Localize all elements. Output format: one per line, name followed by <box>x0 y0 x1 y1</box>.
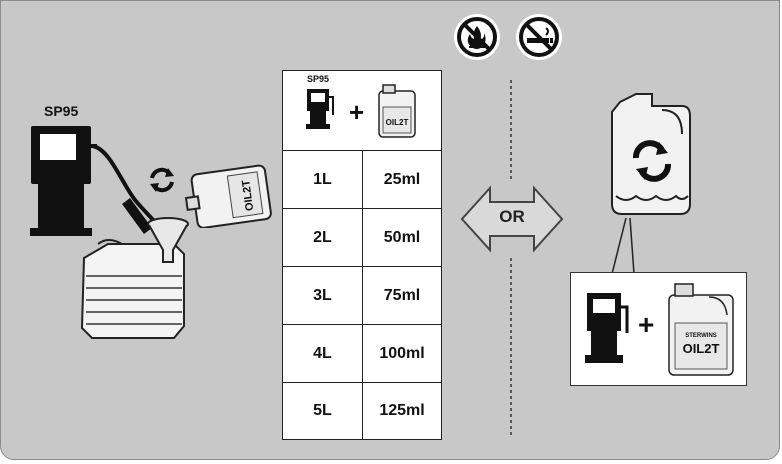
oil-volume: 25ml <box>383 170 421 188</box>
oil-bottle-icon: OIL2T <box>378 84 416 138</box>
oil-volume: 100ml <box>379 344 425 362</box>
no-open-flame-icon <box>454 14 500 60</box>
oil-volume: 125ml <box>379 402 425 419</box>
funnel-icon <box>147 217 189 263</box>
oil-volume: 75ml <box>383 286 421 304</box>
table-row: 5L 125ml <box>283 383 441 439</box>
oil-bottle-icon: OIL2T <box>184 164 272 228</box>
fuel-volume: 5L <box>283 383 363 439</box>
oil-brand-text: STERWINS <box>685 333 717 339</box>
oil-product-text: OIL2T <box>240 179 256 212</box>
mix-table-header: SP95 + OIL2T <box>283 71 441 151</box>
table-row: 4L 100ml <box>283 325 441 383</box>
header-fuel-label: SP95 <box>307 74 330 84</box>
no-smoking-icon <box>516 14 562 60</box>
callout-pointer <box>611 218 635 275</box>
table-row: 1L 25ml <box>283 151 441 209</box>
premix-canister-icon <box>611 93 691 215</box>
fuel-volume: 3L <box>283 267 363 324</box>
fuel-type-label: SP95 <box>44 103 79 119</box>
premix-contents-box: + STERWINS OIL2T <box>570 272 747 386</box>
fuel-pump-icon <box>306 89 334 129</box>
fuel-pump-icon <box>585 293 629 363</box>
fuel-volume: 4L <box>283 325 363 382</box>
table-row: 2L 50ml <box>283 209 441 267</box>
or-label: OR <box>499 207 525 226</box>
oil-product-text: OIL2T <box>386 118 409 127</box>
fuel-volume: 1L <box>283 151 363 208</box>
oil-product-text: OIL2T <box>683 341 720 356</box>
plus-sign: + <box>638 309 655 340</box>
mix-rotate-icon <box>150 167 174 193</box>
oil-bottle-icon: STERWINS OIL2T <box>668 283 734 376</box>
jerrycan-icon <box>80 239 185 339</box>
oil-volume: 50ml <box>383 228 421 246</box>
plus-sign: + <box>349 97 365 127</box>
mix-ratio-table: SP95 + OIL2T 1L 25ml 2L 50ml 3L 75ml 4L … <box>282 70 442 440</box>
fuel-pump-icon <box>30 126 97 236</box>
double-arrow-icon <box>460 185 564 253</box>
divider-line <box>510 80 512 436</box>
table-row: 3L 75ml <box>283 267 441 325</box>
fuel-volume: 2L <box>283 209 363 266</box>
